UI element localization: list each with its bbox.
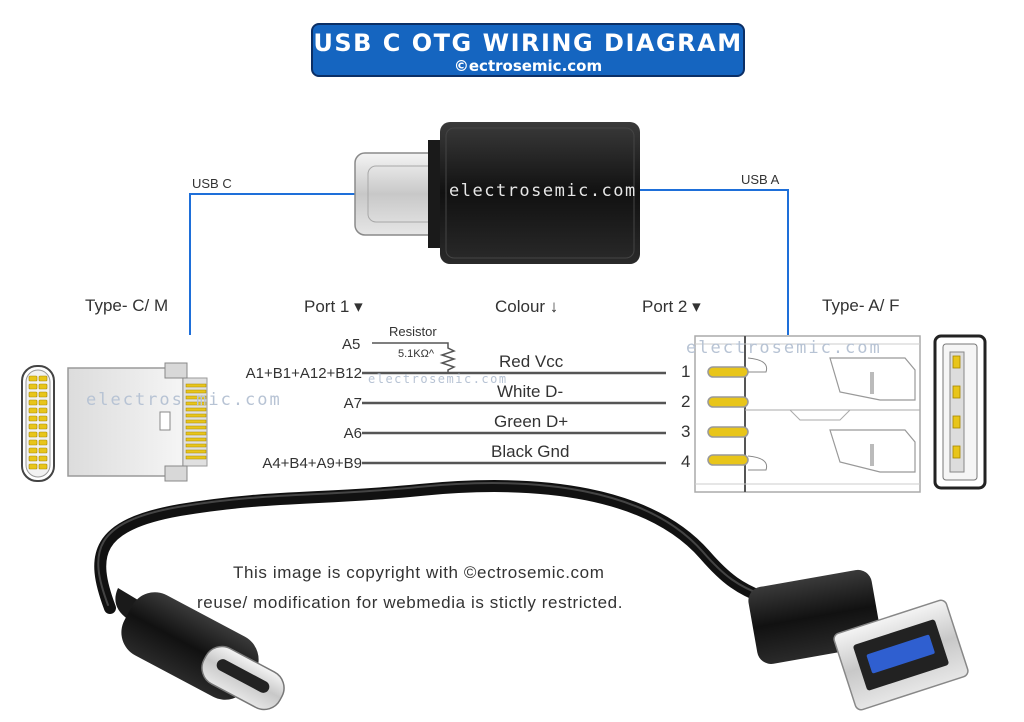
otg-adapter [354,122,640,264]
usb-c-label: USB C [192,176,232,191]
port1-label: A7 [343,395,362,412]
port2-pin-number: 1 [681,362,691,381]
usb-c-connector-line [189,193,358,335]
colour-header: Colour ↓ [495,297,559,316]
title-banner: USB C OTG WIRING DIAGRAM ©ectrosemic.com [311,23,745,77]
usb-c-side-view [67,362,208,482]
wire-lines [362,371,666,465]
port2-pin-number: 3 [681,422,691,441]
port2-pin-number: 4 [681,452,691,471]
port1-label: A6 [343,425,362,442]
resistor-value: 5.1KΩ^ [398,348,435,360]
port2-header: Port 2 ▾ [642,297,701,316]
watermark: electrosemic.com [686,338,882,358]
copyright-line-1: This image is copyright with ©ectrosemic… [233,563,605,582]
usb-a-connector-line [640,189,789,335]
port1-header: Port 1 ▾ [304,297,363,316]
diagram-title: USB C OTG WIRING DIAGRAM [313,29,743,57]
usb-a-end-view [933,334,987,490]
port1-label: A1+B1+A12+B12 [245,365,362,382]
type-c-label: Type- C/ M [85,296,169,315]
otg-cable [94,480,969,711]
usb-a-side-view [694,335,921,493]
watermark: electros mic.com [86,390,282,410]
watermark: electrosemic.com [368,372,508,386]
port2-pin-number: 2 [681,392,691,411]
resistor-pin-label: A5 [342,336,361,353]
adapter-brand-text: electrosemic.com [449,181,637,201]
wire-colour-label: White D- [497,382,564,401]
copyright-line-2: reuse/ modification for webmedia is stic… [197,593,624,612]
diagram-subtitle: ©ectrosemic.com [453,57,603,75]
usb-c-end-view [21,365,55,482]
usb-a-label: USB A [741,172,780,187]
port1-label: A4+B4+A9+B9 [262,455,362,472]
resistor-symbol [372,342,457,373]
wire-colour-label: Green D+ [494,412,569,431]
resistor-label: Resistor [389,324,437,339]
wire-colour-label: Red Vcc [499,352,564,371]
wire-colour-label: Black Gnd [491,442,570,461]
type-a-label: Type- A/ F [822,296,900,315]
